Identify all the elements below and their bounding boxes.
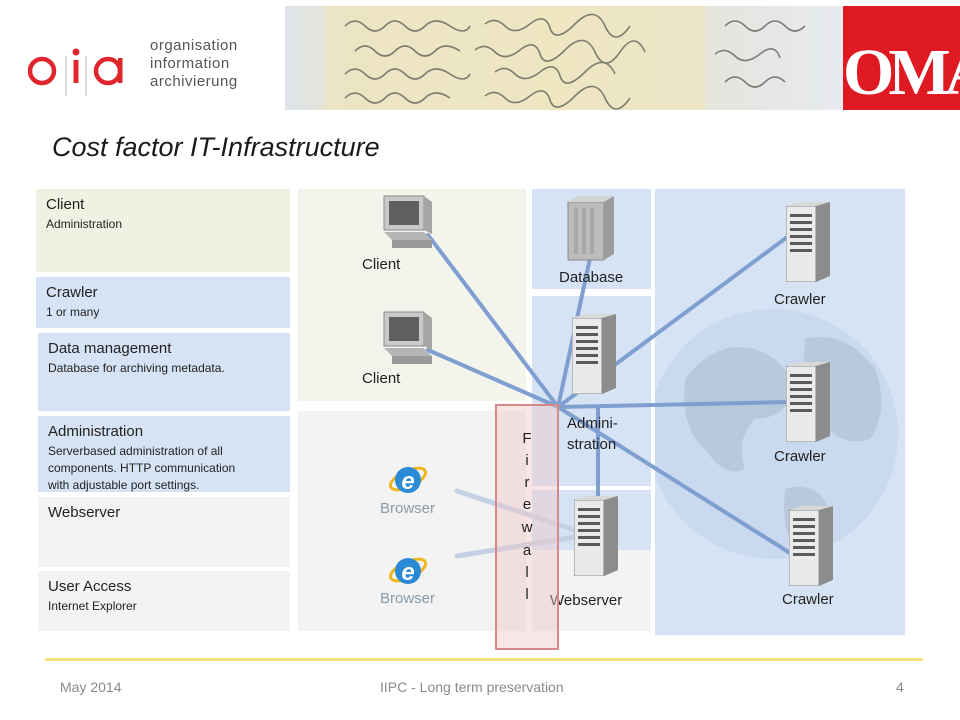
footer-center-text: IIPC - Long term preservation [380, 679, 564, 695]
client-1-label: Client [362, 256, 401, 273]
legend-user-access: User Access Internet Explorer [38, 571, 290, 631]
svg-text:OMA: OMA [843, 36, 960, 109]
browser-1-label: Browser [380, 500, 436, 517]
legend-data-management-desc: Database for archiving metadata. [48, 361, 225, 375]
client-computer-icon [383, 311, 432, 364]
crawler-zone-panel [648, 189, 905, 635]
firewall-letter: l [525, 586, 529, 603]
legend-administration-desc-line: with adjustable port settings. [48, 478, 200, 492]
legend-user-access-title: User Access [48, 578, 132, 595]
crawler-server-icon [786, 202, 830, 282]
legend-administration-desc-line: components. HTTP communication [48, 461, 236, 475]
oma-logo: OMA [843, 6, 960, 110]
firewall-letter: w [521, 519, 533, 536]
page-number: 4 [896, 679, 904, 695]
legend-crawler-desc: 1 or many [46, 305, 100, 319]
internet-explorer-icon: e [388, 557, 428, 586]
legend-data-management-title: Data management [48, 340, 172, 357]
crawler-server-icon [786, 362, 830, 442]
legend-webserver: Webserver [38, 497, 290, 567]
connector-crawler2-admin [556, 400, 792, 409]
legend-webserver-title: Webserver [48, 504, 121, 521]
slide-title: Cost factor IT-Infrastructure [52, 132, 380, 162]
legend-user-access-desc: Internet Explorer [48, 599, 137, 613]
webserver-server-icon [574, 496, 618, 576]
legend-administration-desc-line: Serverbased administration of all [48, 444, 223, 458]
manuscript-banner-image [285, 6, 845, 110]
legend-crawler: Crawler 1 or many [36, 277, 290, 328]
webserver-label: Webserver [550, 592, 623, 609]
firewall-letter: F [522, 430, 532, 447]
legend-client-title: Client [46, 196, 85, 213]
connector-browser1-webserver [454, 488, 578, 533]
internet-explorer-icon: e [388, 466, 428, 495]
legend-administration: Administration Serverbased administratio… [38, 416, 290, 492]
legend-crawler-title: Crawler [46, 284, 98, 301]
crawler-3-label: Crawler [782, 591, 834, 608]
legend-client: Client Administration [36, 189, 290, 272]
logo-line-information: information [150, 55, 230, 72]
database-label: Database [559, 269, 624, 286]
legend-administration-desc: Serverbased administration of all compon… [48, 443, 280, 494]
legend-client-desc: Administration [46, 217, 123, 231]
crawler-2-label: Crawler [774, 448, 826, 465]
client-2-label: Client [362, 370, 401, 387]
connector-client1-admin [426, 233, 560, 409]
oia-logo [28, 48, 123, 96]
svg-text:e: e [401, 559, 414, 586]
legend-administration-title: Administration [48, 423, 144, 440]
firewall-letter: e [522, 496, 532, 513]
footer-divider [45, 658, 923, 661]
svg-text:e: e [401, 468, 414, 495]
connector-browser2-webserver [454, 534, 578, 559]
administration-label-line1: Admini- [567, 415, 618, 432]
administration-label-line2: stration [567, 436, 617, 453]
database-server-icon [567, 196, 614, 261]
firewall-box: F i r e w a l l [495, 404, 559, 650]
logo-line-archivierung: archivierung [150, 73, 238, 90]
user-access-zone-panel [298, 411, 526, 631]
client-computer-icon [383, 195, 432, 248]
legend-data-management: Data management Database for archiving m… [38, 333, 290, 411]
connector-client2-admin [426, 348, 560, 409]
firewall-letter: i [525, 452, 529, 469]
logo-line-organisation: organisation [150, 37, 238, 54]
crawler-1-label: Crawler [774, 291, 826, 308]
crawler-server-icon [789, 506, 833, 586]
administration-server-icon [572, 314, 616, 394]
browser-2-label: Browser [380, 590, 436, 607]
footer-date: May 2014 [60, 679, 122, 695]
firewall-letter: r [524, 474, 530, 491]
firewall-letter: l [525, 564, 529, 581]
firewall-letter: a [522, 542, 532, 559]
